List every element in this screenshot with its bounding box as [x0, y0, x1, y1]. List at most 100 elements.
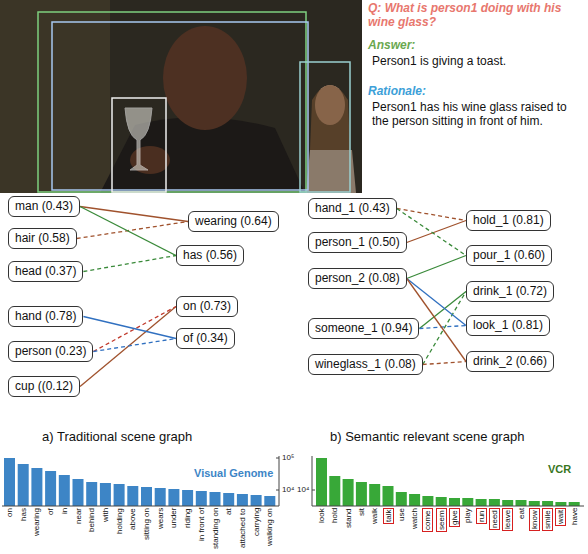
- axis-tick-label: hold: [330, 508, 339, 523]
- wine-glass: [125, 108, 152, 170]
- node-label: hand (0.78): [15, 309, 76, 324]
- scene-graph-node: hand_1 (0.43): [308, 198, 397, 219]
- relation-line: [397, 209, 466, 221]
- axis-tick-label: wears: [156, 508, 165, 529]
- axis-line: [312, 506, 584, 507]
- bar: [127, 486, 138, 506]
- scene-graph-node: drink_2 (0.66): [466, 351, 554, 372]
- node-label: person_1 (0.50): [315, 235, 400, 250]
- axis-tick-label: behind: [87, 508, 96, 532]
- scene-graph-node: hand (0.78): [8, 306, 83, 327]
- bar: [542, 501, 553, 506]
- axis-tick-label: carrying: [252, 508, 261, 536]
- axis-tick-label: leave: [502, 508, 513, 531]
- axis-line: [312, 490, 315, 491]
- scene-graph-node: head (0.37): [8, 261, 83, 282]
- woman-body: [306, 150, 356, 193]
- bar: [316, 458, 327, 506]
- rationale-text: Person1 has his wine glass raised to the…: [372, 100, 584, 128]
- bar: [436, 497, 447, 506]
- axis-tick-label: on: [5, 508, 14, 517]
- bar: [168, 489, 179, 506]
- scene-graph-node: has (0.56): [176, 245, 244, 266]
- bar: [45, 471, 56, 506]
- node-label: wineglass_1 (0.08): [315, 357, 416, 372]
- relation-line: [397, 209, 466, 256]
- bar: [196, 491, 207, 506]
- axis-tick-label: in front of: [197, 508, 206, 541]
- axis-tick-label: walking on: [265, 508, 274, 546]
- relation-line: [407, 256, 466, 279]
- bounding-box: [112, 98, 166, 192]
- bar: [210, 492, 221, 506]
- bar: [476, 499, 487, 506]
- axis-tick-label: wait: [555, 508, 566, 526]
- bar: [489, 499, 500, 506]
- axis-tick-label: play: [463, 508, 472, 523]
- bar: [73, 479, 84, 506]
- axis-tick-label: run: [476, 508, 487, 524]
- relation-line: [80, 207, 188, 222]
- axis-tick-label: know: [529, 508, 540, 531]
- scene-graph-node: wearing (0.64): [188, 211, 279, 232]
- axis-label: 10⁵: [282, 453, 294, 462]
- bar: [569, 502, 580, 506]
- relation-line: [80, 307, 176, 387]
- scene-graph-node: of (0.34): [176, 328, 235, 349]
- chart-title: VCR: [548, 462, 571, 476]
- scene-graph-node: pour_1 (0.60): [466, 245, 552, 266]
- scene-graph-node: person_2 (0.08): [308, 268, 407, 289]
- axis-tick-label: watch: [410, 508, 419, 529]
- node-label: drink_2 (0.66): [473, 354, 547, 369]
- scene-graph-node: look_1 (0.81): [466, 315, 550, 336]
- scene-graph-node: person_1 (0.50): [308, 232, 407, 253]
- photo-background: [0, 0, 362, 193]
- axis-tick-label: under: [169, 508, 178, 528]
- node-label: person (0.23): [15, 344, 86, 359]
- axis-tick-label: at: [224, 508, 233, 515]
- axis-tick-label: above: [128, 508, 137, 530]
- bar: [86, 482, 97, 506]
- axis-tick-label: look: [317, 508, 326, 523]
- bar: [264, 496, 275, 506]
- bar: [502, 500, 513, 506]
- axis-tick-label: wearing: [32, 508, 41, 536]
- scene-graph-node: hair (0.58): [8, 228, 77, 249]
- node-label: look_1 (0.81): [473, 318, 543, 333]
- axis-tick-label: near: [74, 508, 83, 524]
- axis-tick-label: sitting on: [142, 508, 151, 540]
- axis-tick-label: have: [570, 508, 579, 525]
- bar: [4, 458, 15, 506]
- axis-tick-label: come: [422, 508, 433, 532]
- bar: [356, 482, 367, 506]
- subfigure-caption: a) Traditional scene graph: [42, 430, 192, 444]
- axis-label: 10⁴: [282, 485, 294, 494]
- bar: [59, 475, 70, 506]
- relation-line: [83, 256, 176, 272]
- axis-line: [279, 456, 280, 506]
- axis-tick-label: sit: [357, 508, 366, 516]
- axis-tick-label: with: [101, 508, 110, 522]
- node-label: head (0.37): [15, 264, 76, 279]
- node-label: drink_1 (0.72): [473, 284, 547, 299]
- bar: [182, 490, 193, 506]
- bar: [251, 495, 262, 506]
- bar: [409, 494, 420, 506]
- bounding-box: [300, 62, 350, 192]
- answer-heading: Answer:: [368, 38, 415, 52]
- axis-tick-label: walk: [370, 508, 379, 524]
- bar: [555, 502, 566, 506]
- scene-graph-node: cup ((0.12): [8, 376, 80, 397]
- relation-line: [77, 222, 188, 239]
- axis-tick-label: standing on: [211, 508, 220, 549]
- scene-graph-node: drink_1 (0.72): [466, 281, 554, 302]
- node-label: has (0.56): [183, 248, 237, 263]
- relation-line: [419, 292, 466, 329]
- axis-line: [276, 490, 279, 491]
- rationale-heading: Rationale:: [368, 84, 426, 98]
- axis-tick-label: eat: [517, 508, 526, 519]
- node-label: hair (0.58): [15, 231, 70, 246]
